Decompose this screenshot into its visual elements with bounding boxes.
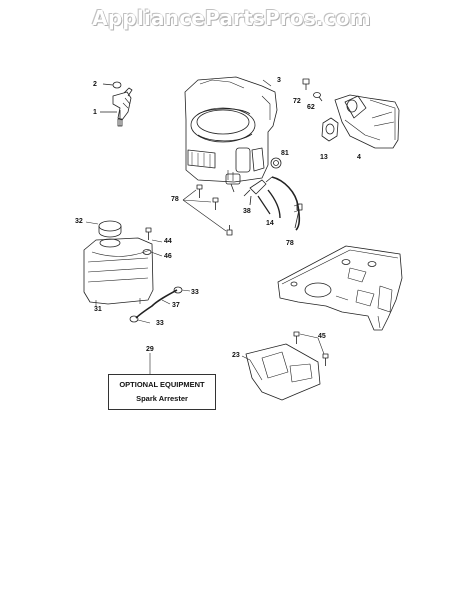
- part-45-bolt-a: [293, 331, 300, 344]
- callout-1: 1: [93, 109, 97, 116]
- part-13-muffler-gasket: [321, 117, 339, 142]
- part-31-fuel-tank: [83, 237, 154, 306]
- callout-72: 72: [293, 98, 301, 105]
- callout-33-a: 33: [191, 289, 199, 296]
- part-4-muffler: [334, 94, 400, 149]
- spark-arrester-label: Spark Arrester: [136, 394, 188, 403]
- part-23-heat-shield: [241, 343, 321, 401]
- callout-3: 3: [277, 77, 281, 84]
- callout-62: 62: [307, 104, 315, 111]
- part-33-clamp-a: [173, 286, 191, 294]
- callout-78-a: 78: [171, 196, 179, 203]
- callout-4: 4: [357, 154, 361, 161]
- callout-45: 45: [318, 333, 326, 340]
- part-fuel-pump: [225, 173, 241, 193]
- part-37-fuel-line: [135, 289, 178, 319]
- part-33-clamp-b: [129, 315, 151, 324]
- callout-44: 44: [164, 238, 172, 245]
- callout-13: 13: [320, 154, 328, 161]
- callout-14: 14: [266, 220, 274, 227]
- callout-78-b: 78: [286, 240, 294, 247]
- part-72-screw: [302, 78, 310, 90]
- callout-29: 29: [146, 346, 154, 353]
- part-3-engine: [184, 76, 278, 183]
- optional-equipment-box: OPTIONAL EQUIPMENT Spark Arrester: [108, 374, 216, 410]
- optional-equipment-title: OPTIONAL EQUIPMENT: [119, 380, 205, 389]
- part-45-bolt-b: [322, 353, 329, 366]
- watermark-logo: AppliancePartsPros.com: [92, 6, 371, 30]
- callout-31: 31: [94, 306, 102, 313]
- callout-32: 32: [75, 218, 83, 225]
- part-32-fuel-cap: [85, 220, 122, 238]
- part-engine-mount-plate: [277, 245, 403, 331]
- callout-2: 2: [93, 81, 97, 88]
- part-1-throttle-bracket: [100, 87, 133, 127]
- part-14-fuel-line: [257, 176, 303, 231]
- callout-33-b: 33: [156, 320, 164, 327]
- part-78-bolt-b: [212, 197, 219, 210]
- part-81-fitting: [270, 157, 282, 169]
- callout-81: 81: [281, 150, 289, 157]
- part-2-knob: [102, 81, 122, 89]
- callout-38: 38: [243, 208, 251, 215]
- part-62-washer: [313, 92, 323, 102]
- part-44-screw: [145, 227, 163, 243]
- part-38-fuel-filter: [243, 176, 273, 206]
- part-78-bolt-c: [226, 225, 233, 236]
- part-78-bolt-a: [196, 184, 203, 198]
- callout-23: 23: [232, 352, 240, 359]
- callout-37: 37: [172, 302, 180, 309]
- callout-46: 46: [164, 253, 172, 260]
- part-46-washer: [142, 249, 163, 257]
